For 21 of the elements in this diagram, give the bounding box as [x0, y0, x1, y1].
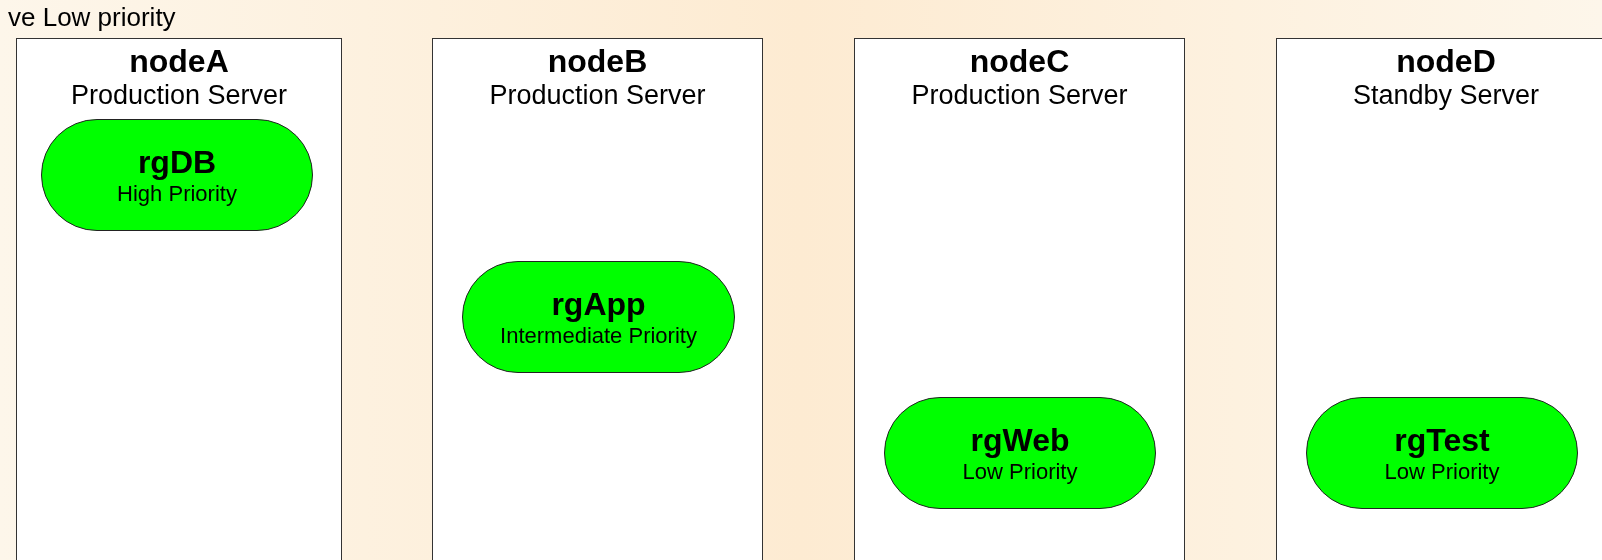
priority-label: High Priority	[117, 180, 237, 207]
server-box	[1276, 38, 1602, 560]
group-name: rgWeb	[970, 421, 1070, 459]
priority-label: Low Priority	[962, 458, 1078, 485]
group-name: rgTest	[1394, 421, 1490, 459]
server-role: Production Server	[488, 80, 707, 111]
server-role: Production Server	[69, 80, 289, 111]
group-name: rgApp	[551, 285, 646, 323]
server-role: Standby Server	[1351, 80, 1541, 111]
node-name: nodeA	[128, 43, 230, 80]
server-box	[854, 38, 1185, 560]
server-box	[432, 38, 763, 560]
priority-label: Low Priority	[1384, 458, 1500, 485]
node-name: nodeB	[546, 43, 649, 80]
priority-label: Intermediate Priority	[500, 322, 697, 349]
group-name: rgDB	[137, 143, 217, 181]
node-name: nodeD	[1395, 43, 1497, 80]
node-name: nodeC	[968, 43, 1071, 80]
title: ve Low priority	[8, 2, 176, 33]
server-role: Production Server	[910, 80, 1129, 111]
server-box	[16, 38, 342, 560]
